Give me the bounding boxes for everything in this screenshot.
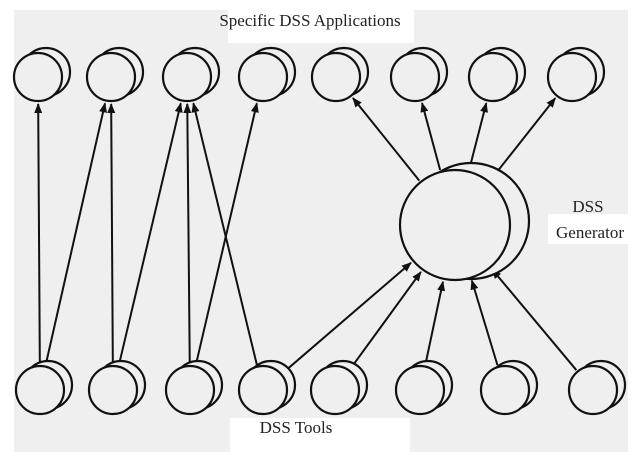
node-tool-8 xyxy=(567,359,627,416)
node-front-circle xyxy=(546,51,598,103)
arrow-tool-6-to-generator xyxy=(424,280,446,365)
generator-label-line1: DSS xyxy=(572,197,603,216)
arrow-tool-8-to-generator xyxy=(491,268,578,371)
node-front-circle xyxy=(237,51,289,103)
node-app-5 xyxy=(310,46,370,103)
arrow-tool-7-to-generator xyxy=(470,279,499,366)
node-front-circle xyxy=(14,364,66,416)
node-app-1 xyxy=(12,46,72,103)
arrow-generator-to-app-7 xyxy=(468,102,488,171)
node-app-4 xyxy=(237,46,297,103)
node-front-circle xyxy=(12,51,64,103)
node-front-circle xyxy=(467,51,519,103)
arrow-tool-2-to-app-2 xyxy=(107,102,116,365)
tools-label: DSS Tools xyxy=(260,418,333,437)
arrow-tool-3-to-app-3 xyxy=(183,102,192,365)
generator-label-box xyxy=(548,214,628,244)
node-front-circle xyxy=(87,364,139,416)
node-generator xyxy=(398,161,531,282)
node-front-circle xyxy=(394,364,446,416)
edges xyxy=(34,97,578,374)
node-app-7 xyxy=(467,46,527,103)
node-front-circle xyxy=(237,364,289,416)
node-tool-6 xyxy=(394,359,454,416)
bottom-label-box xyxy=(230,418,410,452)
arrow-tool-1-to-app-1 xyxy=(34,102,43,365)
node-front-circle xyxy=(310,51,362,103)
arrow-generator-to-app-8 xyxy=(489,97,557,181)
arrow-generator-to-app-6 xyxy=(420,102,442,171)
node-front-circle xyxy=(389,51,441,103)
node-front-circle xyxy=(309,364,361,416)
applications-label: Specific DSS Applications xyxy=(219,11,400,30)
node-tool-3 xyxy=(164,359,224,416)
node-app-8 xyxy=(546,46,606,103)
arrow-tool-5-to-generator xyxy=(349,271,422,370)
node-app-6 xyxy=(389,46,449,103)
node-front-circle xyxy=(85,51,137,103)
nodes xyxy=(12,46,627,416)
arrow-tool-1-to-app-2 xyxy=(44,102,107,365)
arrow-generator-to-app-5 xyxy=(352,97,421,182)
top-label-box xyxy=(228,8,414,43)
node-front-circle xyxy=(479,364,531,416)
node-front-circle xyxy=(161,51,213,103)
node-tool-5 xyxy=(309,359,369,416)
node-tool-4 xyxy=(237,359,297,416)
node-front-circle xyxy=(164,364,216,416)
arrow-tool-3-to-app-4 xyxy=(194,102,259,365)
node-app-2 xyxy=(85,46,145,103)
arrow-tool-4-to-generator xyxy=(282,262,412,374)
arrow-tool-4-to-app-3 xyxy=(191,102,258,365)
node-tool-1 xyxy=(14,359,74,416)
node-front-circle xyxy=(567,364,619,416)
node-app-3 xyxy=(161,46,221,103)
arrow-tool-2-to-app-3 xyxy=(118,102,183,365)
node-tool-2 xyxy=(87,359,147,416)
node-tool-7 xyxy=(479,359,539,416)
generator-label-line2: Generator xyxy=(556,223,624,242)
node-front-circle xyxy=(398,168,512,282)
